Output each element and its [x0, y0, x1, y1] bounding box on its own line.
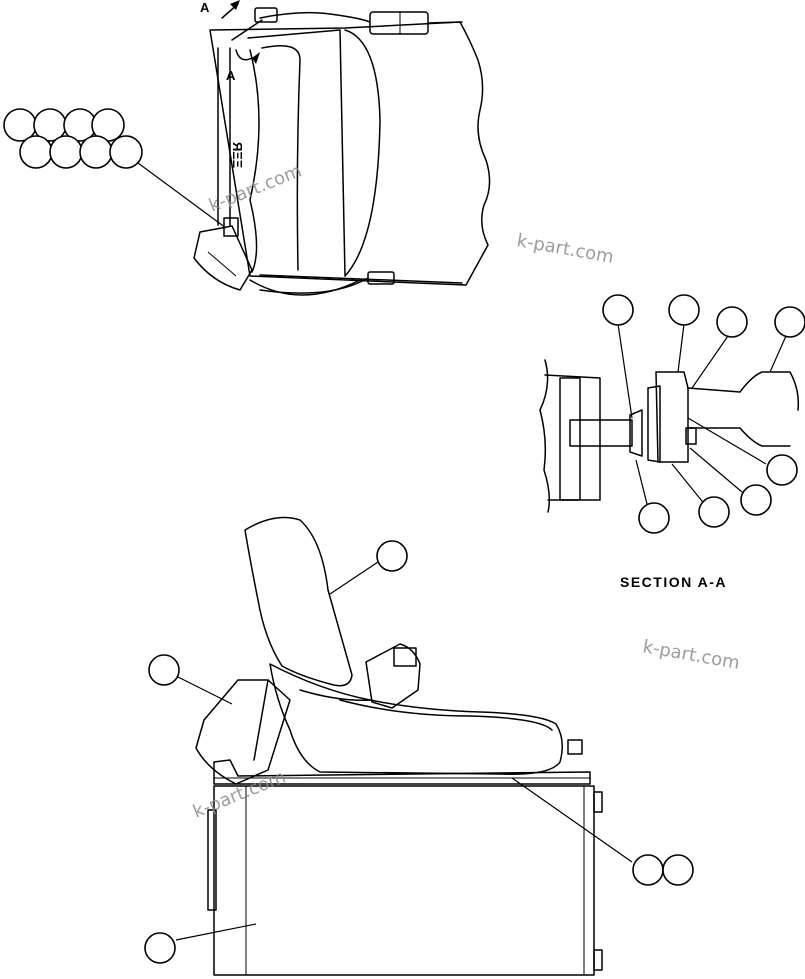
callout-bubble — [109, 135, 143, 169]
watermark: k-part.com — [515, 230, 615, 268]
callout-bubble — [632, 854, 664, 886]
callout-bubble — [144, 932, 176, 964]
callout-bubble — [638, 502, 670, 534]
callout-bubble — [698, 496, 730, 528]
callout-bubble — [740, 484, 772, 516]
section-arrow-label-bottom: A — [226, 68, 236, 83]
watermark: k-part.com — [190, 766, 289, 822]
callout-cluster-top — [3, 108, 227, 229]
callout-bubble — [79, 135, 113, 169]
callout-bubble — [602, 294, 634, 326]
section-callouts — [602, 294, 805, 534]
side-callouts — [144, 540, 694, 964]
callout-bubble — [716, 306, 748, 338]
callout-bubble — [668, 294, 700, 326]
callout-bubble — [376, 540, 408, 572]
section-label: SECTION A-A — [620, 574, 727, 590]
callout-bubble — [766, 454, 798, 486]
rail-marking: ЯΞΞ — [230, 142, 245, 168]
callout-bubble — [662, 854, 694, 886]
watermark: k-part.com — [641, 636, 741, 674]
seat-top-view: ЯΞΞ A A — [193, 0, 491, 296]
callout-bubble — [19, 135, 53, 169]
section-arrow-label-top: A — [200, 0, 210, 15]
callout-bubble — [774, 306, 805, 338]
section-arrow-bottom — [235, 49, 253, 61]
seat-side-view — [195, 516, 603, 976]
section-a-a-view — [539, 359, 800, 513]
callout-bubble — [49, 135, 83, 169]
callout-bubble — [148, 654, 180, 686]
